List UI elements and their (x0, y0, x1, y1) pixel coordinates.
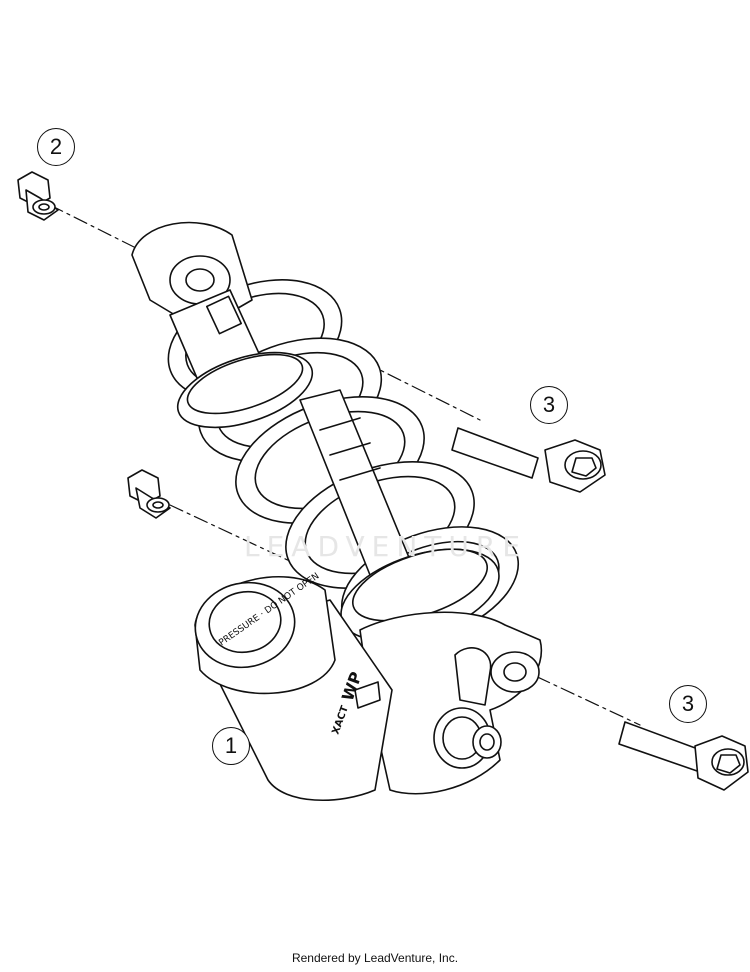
bolt-lower (618, 721, 749, 791)
nut-upper (17, 171, 59, 221)
reservoir-canister (194, 576, 393, 802)
callout-3-upper[interactable]: 3 (530, 386, 568, 424)
bolt-upper (451, 427, 606, 493)
assembly-axis-lower (169, 504, 641, 726)
callout-2[interactable]: 2 (37, 128, 75, 166)
damper-shaft (299, 389, 411, 576)
nut-lower (127, 469, 171, 519)
leadventure-watermark: LEADVENTURE (244, 530, 528, 563)
compression-adjuster-knob (433, 707, 502, 769)
footer-credit: Rendered by LeadVenture, Inc. (291, 951, 459, 965)
upper-spring-seat (176, 351, 314, 429)
callout-3-lower[interactable]: 3 (669, 685, 707, 723)
callout-1[interactable]: 1 (212, 727, 250, 765)
